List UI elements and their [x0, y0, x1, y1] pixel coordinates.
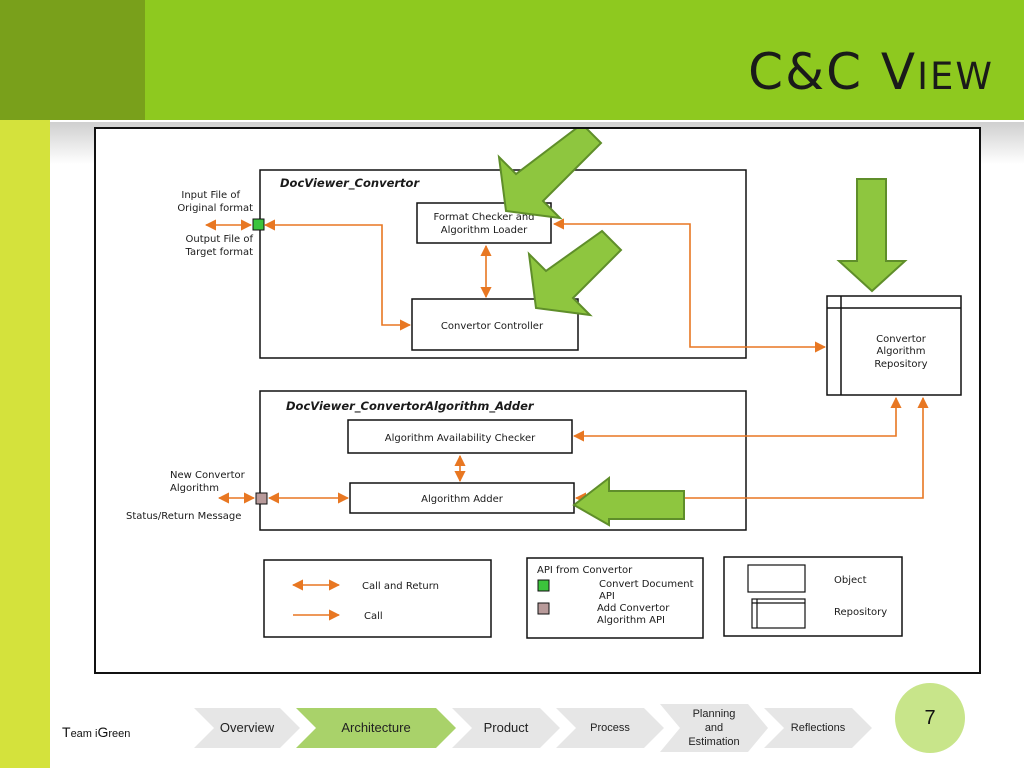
algorithm-adder-box: [349, 482, 575, 514]
add-algorithm-port: [255, 492, 268, 505]
nav-process[interactable]: Process: [556, 708, 664, 748]
port-to-controller-connector: [263, 219, 412, 331]
new-algorithm-label-line2: Algorithm: [170, 483, 219, 494]
nav-architecture[interactable]: Architecture: [296, 708, 456, 748]
nav-reflections-label: Reflections: [790, 722, 846, 734]
footer-team-name: Team iGreen: [62, 724, 131, 740]
highlight-arrow-repository: [836, 178, 908, 293]
adder-repository-connector: [574, 396, 929, 504]
legend-add-label-line1: Add Convertor: [597, 603, 670, 614]
nav-overview[interactable]: Overview: [194, 708, 300, 748]
input-file-label-line2: Original format: [177, 203, 253, 214]
nav-overview-label: Overview: [219, 720, 275, 735]
legend-add-label-line2: Algorithm API: [597, 615, 665, 626]
nav-architecture-label: Architecture: [341, 720, 411, 735]
highlight-arrow-controller: [527, 229, 623, 317]
legend-api-heading: API from Convertor: [537, 565, 633, 576]
left-accent-bar: [0, 120, 50, 768]
header-accent-block: [0, 0, 145, 120]
highlight-arrow-format-checker: [497, 129, 603, 220]
nav-product-label: Product: [483, 720, 529, 735]
availability-checker-box: [347, 419, 573, 454]
legend-convert-label-line2: API: [599, 591, 615, 602]
output-file-label-line1: Output File of: [186, 234, 254, 245]
format-checker-label-line1: Format Checker and: [433, 212, 534, 223]
format-checker-label-line2: Algorithm Loader: [441, 225, 528, 236]
diagram-canvas: DocViewer_Convertor Format Checker and A…: [126, 129, 962, 639]
legend-call-and-return-label: Call and Return: [362, 581, 439, 592]
legend-connectors: [263, 559, 492, 638]
output-file-label-line2: Target format: [185, 247, 254, 258]
cc-view-diagram: DocViewer_Convertor Format Checker and A…: [94, 127, 981, 674]
header-bar: [145, 0, 1024, 120]
nav-planning-estimation[interactable]: Planning and Estimation: [660, 704, 768, 752]
checker-repository-connector: [552, 218, 827, 353]
slide-title: C&C VIEW: [748, 43, 994, 101]
legend-convert-label-line1: Convert Document: [599, 579, 694, 590]
legend-convert-port-swatch: [537, 579, 550, 592]
nav-product[interactable]: Product: [452, 708, 560, 748]
nav-reflections[interactable]: Reflections: [764, 708, 872, 748]
highlight-arrow-adder: [572, 475, 685, 527]
legend-api: [526, 557, 704, 639]
legend-call-label: Call: [364, 611, 383, 622]
status-message-label: Status/Return Message: [126, 511, 241, 522]
convert-document-port: [252, 218, 265, 231]
legend-repository-label: Repository: [834, 607, 887, 618]
convertor-controller-label: Convertor Controller: [441, 321, 544, 332]
component-docviewer-convertor-title: DocViewer_Convertor: [280, 176, 420, 191]
repository-label-line2: Algorithm: [877, 346, 926, 357]
component-algorithm-adder-title: DocViewer_ConvertorAlgorithm_Adder: [286, 399, 535, 414]
legend-add-port-swatch: [537, 602, 550, 615]
nav-process-label: Process: [590, 722, 630, 734]
legend-object-label: Object: [834, 575, 867, 586]
repository-label-line1: Convertor: [876, 334, 927, 345]
legend-repository-swatch: [751, 598, 806, 629]
legend-object-swatch: [747, 564, 806, 593]
repository-label-line3: Repository: [874, 359, 927, 370]
convertor-controller-box: [411, 298, 579, 351]
new-algorithm-label-line1: New Convertor: [170, 470, 246, 481]
page-number-badge: 7: [895, 683, 965, 753]
algorithm-adder-label: Algorithm Adder: [421, 494, 504, 505]
availability-checker-label: Algorithm Availability Checker: [385, 433, 536, 444]
input-file-label-line1: Input File of: [181, 190, 240, 201]
repository-box: [826, 295, 962, 396]
